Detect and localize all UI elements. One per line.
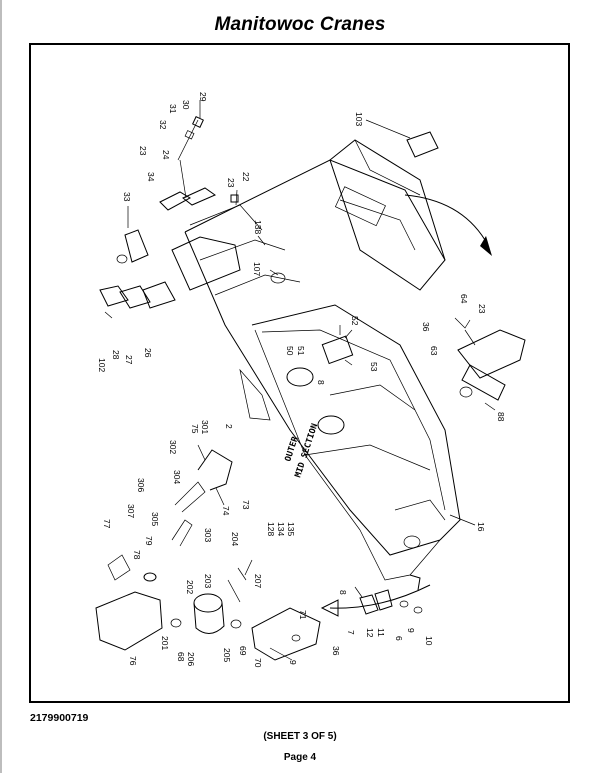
wear-pad-stack bbox=[99, 281, 176, 319]
callout-9a: 9 bbox=[288, 660, 298, 665]
callout-29: 29 bbox=[198, 92, 208, 102]
callout-301: 301 bbox=[200, 420, 210, 434]
callout-74: 74 bbox=[221, 506, 231, 516]
callout-206: 206 bbox=[186, 652, 196, 666]
callout-36b: 36 bbox=[331, 646, 341, 656]
part-number: 2179900719 bbox=[30, 712, 89, 724]
callout-26: 26 bbox=[143, 348, 153, 358]
callout-306: 306 bbox=[136, 478, 146, 492]
callout-302: 302 bbox=[168, 440, 178, 454]
callout-23b: 23 bbox=[226, 178, 236, 188]
callout-27: 27 bbox=[124, 355, 134, 365]
callout-77: 77 bbox=[102, 519, 112, 529]
callout-305: 305 bbox=[150, 512, 160, 526]
top-left-hardware bbox=[116, 116, 239, 264]
callout-50: 50 bbox=[285, 346, 295, 356]
callout-22: 22 bbox=[241, 172, 251, 182]
callout-24: 24 bbox=[161, 150, 171, 160]
lower-left-hardware bbox=[95, 554, 182, 651]
callout-28: 28 bbox=[111, 350, 121, 360]
callout-69: 69 bbox=[238, 646, 248, 656]
drawing-frame bbox=[29, 43, 570, 703]
callout-53: 53 bbox=[369, 362, 379, 372]
callout-63: 63 bbox=[429, 346, 439, 356]
document-title: Manitowoc Cranes bbox=[214, 14, 386, 35]
callout-303: 303 bbox=[203, 528, 213, 542]
callout-23c: 23 bbox=[477, 304, 487, 314]
callout-9b: 9 bbox=[406, 628, 416, 633]
callout-7: 7 bbox=[346, 630, 356, 635]
callout-23a: 23 bbox=[138, 146, 148, 156]
callout-79: 79 bbox=[144, 536, 154, 546]
callout-134: 134 bbox=[276, 522, 286, 536]
page-number: Page 4 bbox=[283, 752, 317, 763]
callout-6: 6 bbox=[394, 636, 404, 641]
callout-205: 205 bbox=[222, 648, 232, 662]
callout-10: 10 bbox=[424, 636, 434, 646]
callout-labels: 29 30 31 32 23 24 34 33 23 22 138 103 10… bbox=[97, 92, 506, 668]
callout-2: 2 bbox=[224, 424, 234, 429]
callout-31: 31 bbox=[168, 104, 178, 114]
sheet-indicator: (SHEET 3 OF 5) bbox=[263, 731, 337, 742]
callout-107: 107 bbox=[252, 262, 262, 276]
callout-11: 11 bbox=[376, 628, 386, 637]
callout-12: 12 bbox=[365, 628, 375, 638]
lower-right-hardware bbox=[359, 574, 423, 615]
callout-207: 207 bbox=[253, 574, 263, 588]
boom-section-body bbox=[171, 139, 461, 581]
callout-64: 64 bbox=[459, 294, 469, 304]
callout-51: 51 bbox=[296, 346, 306, 356]
rotation-arrow-top bbox=[404, 194, 492, 256]
callout-68: 68 bbox=[176, 652, 186, 662]
callout-78: 78 bbox=[132, 550, 142, 560]
callout-8a: 8 bbox=[316, 380, 326, 385]
center-bolt-group bbox=[321, 325, 354, 366]
callout-128: 128 bbox=[266, 522, 276, 536]
plate-103 bbox=[406, 131, 439, 158]
callout-102: 102 bbox=[97, 358, 107, 372]
callout-75: 75 bbox=[190, 424, 200, 434]
callout-30: 30 bbox=[181, 100, 191, 110]
callout-33: 33 bbox=[122, 192, 132, 202]
callout-204: 204 bbox=[230, 532, 240, 546]
callout-76: 76 bbox=[128, 656, 138, 666]
callout-88: 88 bbox=[496, 412, 506, 422]
callout-70: 70 bbox=[253, 658, 263, 668]
callout-138: 138 bbox=[253, 220, 263, 234]
rotation-arrow-bottom bbox=[320, 584, 431, 617]
cylinder-assembly bbox=[454, 317, 526, 401]
callout-202: 202 bbox=[185, 580, 195, 594]
callout-52: 52 bbox=[350, 316, 360, 326]
callout-103: 103 bbox=[354, 112, 364, 126]
callout-32: 32 bbox=[158, 120, 168, 130]
callout-304: 304 bbox=[172, 470, 182, 484]
callout-16: 16 bbox=[476, 522, 486, 532]
leader-lines bbox=[127, 100, 496, 598]
mounting-plate-71 bbox=[251, 607, 321, 661]
callout-8b: 8 bbox=[338, 590, 348, 595]
page-left-edge bbox=[0, 0, 2, 773]
callout-201: 201 bbox=[160, 636, 170, 650]
callout-135: 135 bbox=[286, 522, 296, 536]
callout-34: 34 bbox=[146, 172, 156, 182]
mounting-bracket-assembly bbox=[171, 449, 233, 547]
callout-36a: 36 bbox=[421, 322, 431, 332]
callout-71: 71 bbox=[298, 610, 308, 620]
drum-and-pins bbox=[193, 567, 247, 634]
callout-307: 307 bbox=[126, 504, 136, 518]
callout-203: 203 bbox=[203, 574, 213, 588]
callout-73: 73 bbox=[241, 500, 251, 510]
